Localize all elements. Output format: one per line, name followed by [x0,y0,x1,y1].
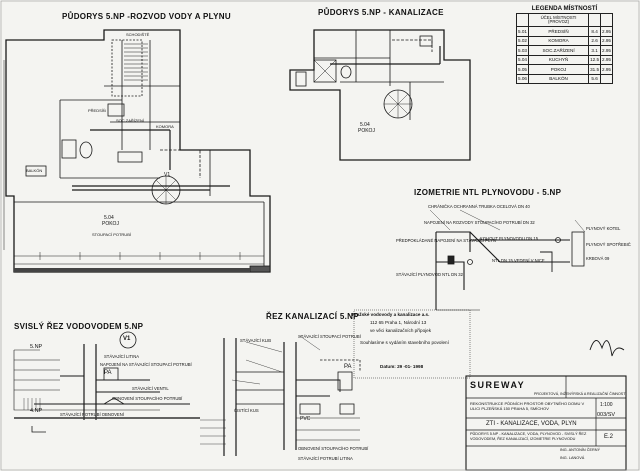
section-note-4: OBNOVENÍ STOUPACÍHO POTRUBÍ [112,396,183,401]
room-height: 2.95 [600,26,613,37]
sewer-note-4: OBNOVENÍ STOUPACÍHO POTRUBÍ [298,446,369,451]
gas-note-3: PŘEDPOKLÁDANÉ NAPOJENÍ NA STÁVAJÍCÍ PLYN [396,238,496,243]
gas-iso-title: IZOMETRIE NTL PLYNOVODU - 5.NP [414,188,562,197]
company-subtitle: PROJEKTOVÁ, INŽENÝRSKÁ A REALIZAČNÍ ČINN… [534,392,626,396]
drawn-by: ING. LANOVÁ [560,456,585,460]
gas-note-9: KRBOVÁ 09 [586,256,610,261]
section-note-3: STÁVAJÍCÍ VENTIL [132,386,169,391]
sheet-number: E.2 [604,434,614,440]
gas-note-2: NAPOJENÍ NA ROZVODY STOUPACÍHO POTRUBÍ D… [424,220,535,225]
room-height [600,73,613,84]
room-no: 5.02 [516,35,529,46]
section-pa: PA [104,370,112,376]
room-no: 5.03 [516,45,529,56]
room-name: BALKÓN [527,73,590,84]
company-name: SUREWAY [470,380,526,390]
room-no: 5.01 [516,26,529,37]
room-no: 5.04 [516,54,529,65]
v1-tag: V1 [164,172,171,178]
room-area: 5.6 [588,73,602,84]
stamp-line-3: ve věci kanalizačních přípojek [370,328,432,333]
bathroom-label: SOC.ZAŘÍZENÍ [116,118,145,123]
room-no: 5.06 [516,73,529,84]
sewer-plan-title: PŮDORYS 5.NP - KANALIZACE [318,8,444,17]
gas-note-1: CHRÁNIČKA OCHRANNÁ TRUBKA OCELOVÁ DN 40 [428,204,530,209]
section-note-2: NAPOJENÍ NA STÁVAJÍCÍ STOUPACÍ POTRUBÍ [100,362,192,367]
sewer-pa-label: PA [344,364,352,370]
stair-label: SCHODIŠTĚ [126,32,150,37]
hall-label: PŘEDSÍŇ [88,108,106,113]
drawing-scale: 1:100 [600,402,613,408]
sewer-note-2: ČISTÍCÍ KUS [234,408,259,413]
room-height: 2.95 [600,45,613,56]
water-section-title: SVISLÝ ŘEZ VODOVODEM 5.NP [14,322,144,331]
drawing-name: PŮDORYS 5.NP - KANALIZACE, VODA, PLYNOVO… [470,432,587,441]
balcony-label: BALKÓN [26,168,43,173]
section-5np: 5.NP [30,344,43,350]
stamp-line-2: 112 65 Praha 1, Národní 13 [370,320,427,325]
sewer-pvc-label: PVC [300,416,311,422]
room-504-number: 5.04 [104,215,114,221]
gas-note-8: NTL DN 15 VEDENÍ V NICE [492,258,545,263]
stamp-line-1: Pražské vodovody a kanalizace a.s. [352,312,430,317]
sewer-room-name: POKOJ [358,128,375,134]
room-no: 5.05 [516,64,529,75]
room-area: 31.5 [588,64,602,75]
riser-label: STOUPACÍ POTRUBÍ [92,232,131,237]
room-area: 2.6 [588,35,602,46]
section-4np: 4.NP [30,408,43,414]
storage-label: KOMORA [156,124,174,129]
room-name: SOC.ZAŘÍZENÍ [527,45,590,56]
gas-note-6: PLYNOVÝ KOTEL [586,226,621,231]
drawing-part: ZTI - KANALIZACE, VODA, PLYN [486,421,577,427]
section-note-1: STÁVAJÍCÍ LITINA [104,354,140,359]
gas-note-5: KOHOUT PLYNOVODU DN 15 [480,236,539,241]
drawing-number: 003/SV [597,412,616,418]
gas-note-4: STÁVAJÍCÍ PLYNOVOD NTL DN 32 [396,272,463,277]
room-area: 3.1 [588,45,602,56]
sewer-note-1: STÁVAJÍCÍ KLIB [240,338,272,343]
room-name: POKOJ [527,64,590,75]
legend-title: LEGENDA MÍSTNOSTÍ [531,5,598,12]
room-name: PŘEDSÍŇ [527,26,590,37]
room-height: 2.95 [600,35,613,46]
section-note-5: STÁVAJÍCÍ POTRUBÍ OBNOVENÍ [60,412,124,417]
room-height: 2.95 [600,54,613,65]
room-name: KUCHYŇ [527,54,590,65]
gas-note-7: PLYNOVÝ SPOTŘEBIČ [586,242,631,247]
sewer-note-5: STÁVAJÍCÍ POTRUBÍ LITINA [298,456,353,461]
legend-header-use: ÚČEL MÍSTNOSTI (PROVOZ) [527,13,590,27]
room-height: 2.95 [600,64,613,75]
room-area: 8.4 [588,26,602,37]
section-v1: V1 [123,336,131,342]
responsible-person: ING. ANTONÍN ČERNÝ [560,448,601,452]
room-name: KOMORA [527,35,590,46]
room-legend: LEGENDA MÍSTNOSTÍ ÚČEL MÍSTNOSTI (PROVOZ… [516,4,613,104]
room-area: 12.5 [588,54,602,65]
stamp-date: Datum: 29 -01- 1998 [380,364,424,369]
sewer-room-number: 5.04 [360,122,370,128]
room-504-name: POKOJ [102,221,119,227]
sewer-note-3: STÁVAJÍCÍ STOUPACÍ POTRUBÍ [298,334,361,339]
stamp-line-4: Souhlasíme s vydáním stavebního povolení [360,340,449,345]
project-name: REKONSTRUKCE PŮDNÍCH PROSTOR OBYTNÉHO DO… [470,401,585,411]
water-plan-title: PŮDORYS 5.NP -ROZVOD VODY A PLYNU [62,12,231,21]
sewer-section-title: ŘEZ KANALIZACÍ 5.NP [266,312,359,321]
